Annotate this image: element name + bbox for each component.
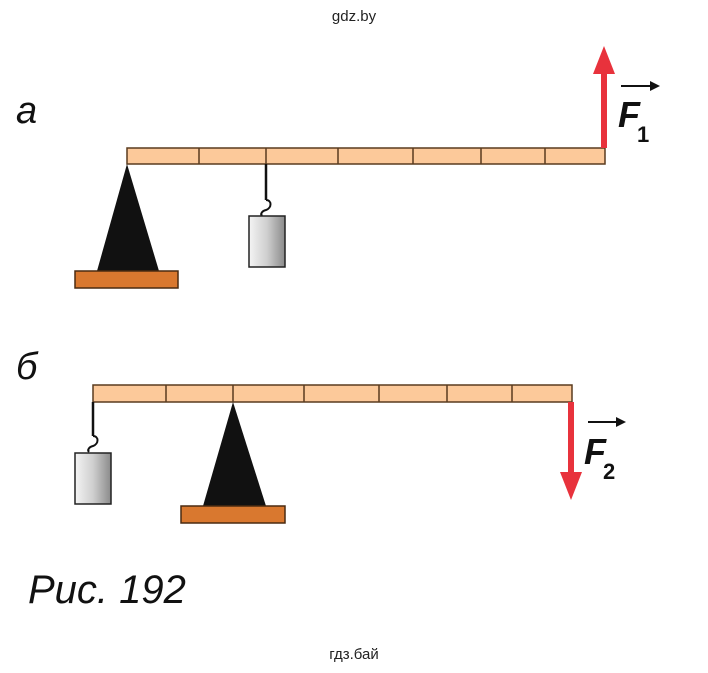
force-subscript: 2 bbox=[603, 459, 615, 484]
figure-caption: Рис. 192 bbox=[28, 568, 186, 612]
figure-b-label: б bbox=[16, 346, 38, 388]
hanging-weight bbox=[74, 402, 112, 505]
support-base bbox=[74, 270, 179, 289]
vector-arrow-head bbox=[650, 81, 660, 91]
weight-hook bbox=[260, 199, 272, 217]
weight-hook bbox=[87, 435, 99, 453]
watermark-bottom: гдз.бай bbox=[329, 646, 379, 663]
watermark-top: gdz.by bbox=[331, 8, 377, 25]
weight-block bbox=[74, 452, 112, 505]
lever-bar bbox=[92, 384, 573, 403]
fulcrum-support bbox=[203, 402, 266, 506]
lever-b bbox=[92, 384, 573, 403]
force-letter: F bbox=[618, 94, 641, 135]
force-f2: F 2 bbox=[560, 402, 626, 500]
figure-a-label: а bbox=[16, 90, 38, 132]
figure-a: F 1 bbox=[74, 46, 660, 289]
force-arrow-head bbox=[593, 46, 615, 74]
weight-block bbox=[248, 215, 286, 268]
lever-bar bbox=[126, 147, 606, 165]
lever-a bbox=[126, 147, 606, 165]
support-base bbox=[180, 505, 286, 524]
force-subscript: 1 bbox=[637, 122, 649, 147]
fulcrum-support bbox=[97, 164, 159, 271]
force-f1: F 1 bbox=[593, 46, 660, 148]
force-arrow-head bbox=[560, 472, 582, 500]
vector-arrow-head bbox=[616, 417, 626, 427]
figure-b: F 2 bbox=[74, 384, 626, 524]
hanging-weight bbox=[248, 164, 286, 268]
force-letter: F bbox=[584, 431, 607, 472]
